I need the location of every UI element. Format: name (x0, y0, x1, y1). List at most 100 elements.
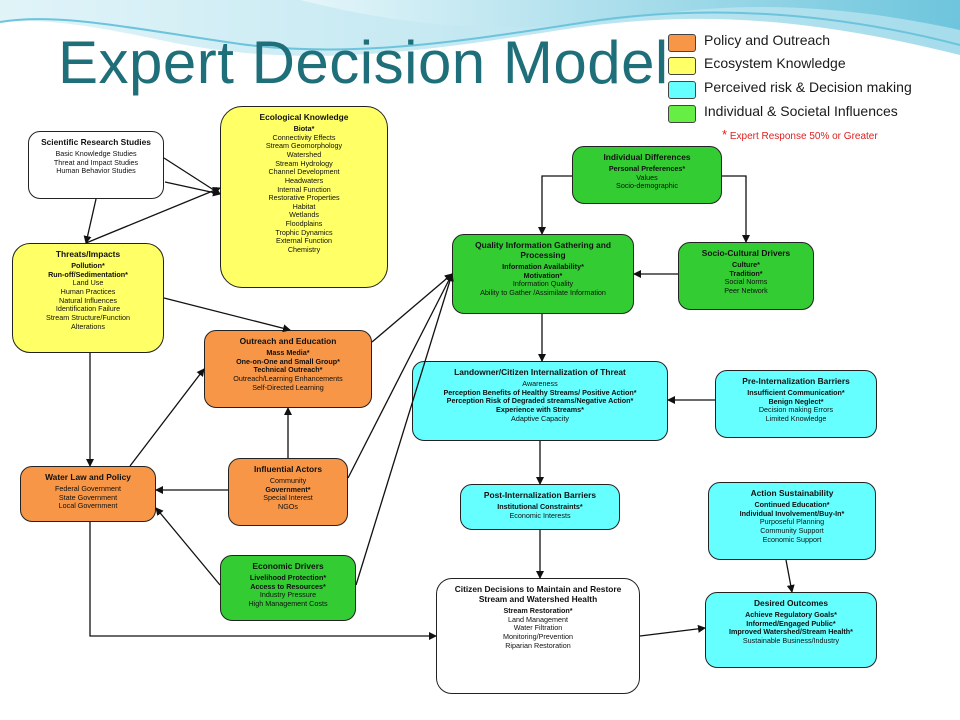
node-item: Benign Neglect* (768, 396, 824, 406)
node-item: External Function (276, 236, 332, 246)
legend-label: Perceived risk & Decision making (704, 79, 912, 95)
node-item: Special Interest (263, 493, 313, 503)
node-item: Sustainable Business/Industry (742, 636, 840, 645)
node-title: Desired Outcomes (753, 598, 828, 608)
legend-label: Policy and Outreach (704, 32, 831, 48)
node-item: Local Government (58, 501, 118, 511)
node-title: Threats/Impacts (55, 249, 121, 259)
node-item: Stream Restoration* (503, 606, 573, 616)
node-title: Pre-Internalization Barriers (742, 376, 850, 386)
node-item: Perception Benefits of Healthy Streams/ … (443, 387, 637, 397)
node-item: Restorative Properties (268, 193, 340, 203)
node-item: Insufficient Communication* (747, 388, 845, 398)
node-item: Basic Knowledge Studies (55, 149, 137, 159)
node-item: Experience with Streams* (496, 405, 584, 414)
legend-swatch-green (668, 105, 696, 123)
node-title: Landowner/Citizen Internalization of Thr… (454, 367, 626, 377)
node-item: Government* (265, 484, 311, 494)
node-item: Motivation* (523, 270, 563, 280)
page-title: Expert Decision Model (58, 29, 669, 96)
node-item: Land Use (72, 278, 104, 288)
node-item: Stream Structure/Function (46, 312, 130, 322)
node-item: Social Norms (724, 277, 768, 287)
node-title: Water Law and Policy (45, 472, 131, 482)
node-title: Outreach and Education (239, 336, 337, 346)
node-item: Riparian Restoration (505, 640, 571, 650)
node-title: Scientific Research Studies (41, 137, 151, 147)
node-item: Culture* (732, 260, 760, 270)
node-item: High Management Costs (248, 599, 328, 608)
legend-item-risk: Perceived risk & Decision making (668, 79, 938, 101)
node-title: Action Sustainability (750, 488, 834, 498)
node-item: Stream Geomorphology (265, 141, 343, 151)
legend-swatch-cyan (668, 81, 696, 99)
node-item: Economic Interests (509, 510, 571, 520)
node-item: Technical Outreach* (253, 365, 323, 375)
node-item: Outreach/Learning Enhancements (233, 374, 343, 383)
node-item: Personal Preferences* (608, 164, 686, 174)
node-item: Perception Risk of Degraded streams/Nega… (446, 396, 634, 406)
node-item: Tradition* (729, 268, 763, 278)
node-item: Alterations (71, 321, 105, 331)
node-item: Threat and Impact Studies (53, 157, 139, 167)
node-item: Human Practices (60, 287, 116, 296)
node-item: Socio-demographic (616, 181, 678, 191)
legend-item-societal: Individual & Societal Influences (668, 103, 938, 125)
node-item: Natural Influences (59, 295, 117, 305)
node-item: Peer Network (724, 286, 768, 295)
legend-swatch-orange (668, 34, 696, 52)
node-item: Land Management (508, 614, 568, 624)
node-item: Values (636, 172, 658, 182)
node-item: Improved Watershed/Stream Health* (729, 627, 853, 637)
node-item: Purposeful Planning (759, 517, 825, 527)
node-citizen-decisions: Citizen Decisions to Maintain and Restor… (436, 578, 640, 694)
node-title: Quality Information Gathering and Proces… (475, 240, 611, 261)
node-item: Monitoring/Prevention (503, 632, 573, 642)
node-item: Wetlands (289, 210, 319, 220)
node-item: Information Availability* (502, 262, 584, 272)
node-item: Channel Development (268, 167, 340, 177)
node-item: Run-off/Sedimentation* (48, 269, 128, 279)
node-title: Influential Actors (253, 464, 323, 474)
node-item: Informed/Engaged Public* (746, 618, 836, 628)
node-title: Socio-Cultural Drivers (701, 248, 791, 258)
legend-swatch-yellow (668, 57, 696, 75)
node-item: Decision making Errors (758, 405, 834, 415)
node-item: Biota* (293, 124, 315, 134)
node-quality-information-gathering: Quality Information Gathering and Proces… (452, 234, 634, 314)
node-item: Federal Government (55, 484, 121, 494)
node-item: Community (269, 476, 307, 486)
node-item: One-on-One and Small Group* (236, 356, 340, 366)
node-item: Human Behavior Studies (56, 166, 136, 176)
node-item: Identification Failure (55, 304, 121, 314)
node-item: Habitat (292, 201, 316, 211)
node-item: Information Quality (512, 279, 574, 289)
node-item: Water Filtration (513, 623, 563, 633)
node-item: Chemistry (287, 245, 321, 255)
node-item: Pollution* (71, 261, 105, 271)
node-item: Institutional Constraints* (497, 502, 583, 512)
node-item: Watershed (286, 150, 322, 159)
node-title: Individual Differences (603, 152, 691, 162)
node-item: NGOs (278, 502, 298, 511)
node-item: Internal Function (277, 184, 331, 194)
node-item: Self-Directed Learning (252, 382, 324, 392)
node-title: Citizen Decisions to Maintain and Restor… (454, 584, 622, 605)
node-item: Floodplains (285, 219, 323, 229)
footnote: * Expert Response 50% or Greater (722, 127, 878, 142)
node-item: Adaptive Capacity (511, 413, 569, 423)
node-item: Individual Involvement/Buy-In* (739, 508, 845, 518)
node-item: Connectivity Effects (272, 132, 336, 142)
